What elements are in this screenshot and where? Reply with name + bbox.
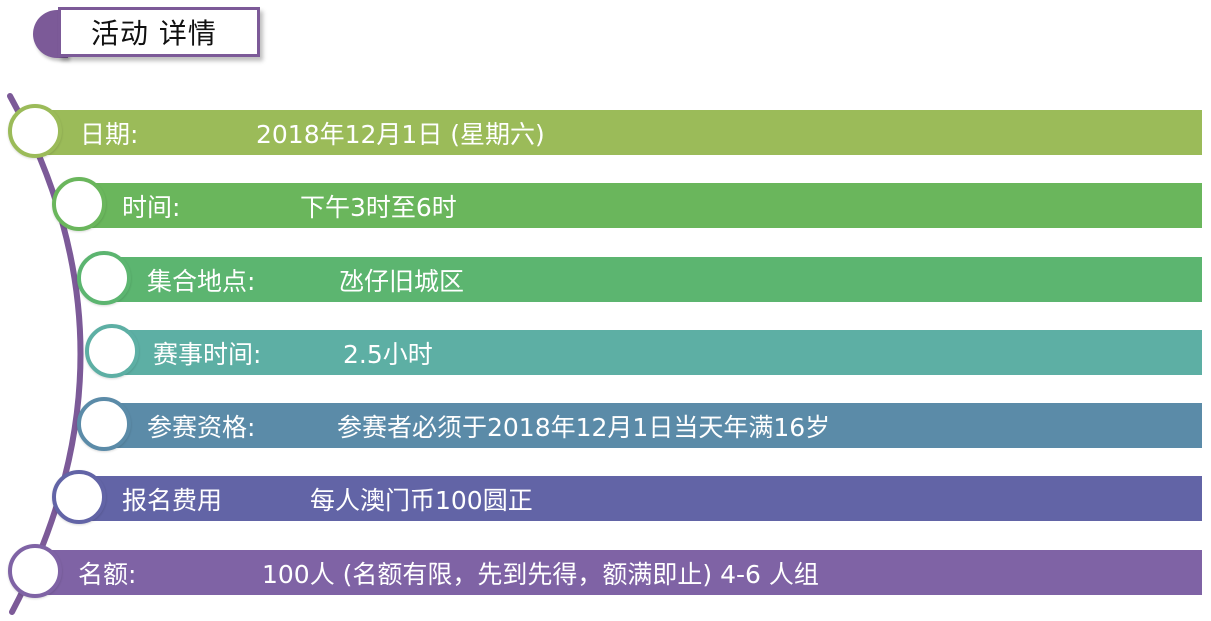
row-value: 2018年12月1日 (星期六) bbox=[256, 119, 545, 149]
detail-row-quota: 名额: 100人 (名额有限，先到先得，额满即止) 4-6 人组 bbox=[34, 550, 1202, 595]
row-label: 集合地点: bbox=[147, 266, 256, 296]
row-label: 赛事时间: bbox=[153, 339, 262, 369]
timeline-node bbox=[52, 470, 106, 524]
detail-row-race-duration: 赛事时间: 2.5小时 bbox=[113, 330, 1202, 375]
row-value: 每人澳门币100圆正 bbox=[310, 485, 533, 515]
timeline-node bbox=[77, 397, 131, 451]
detail-row-date: 日期: 2018年12月1日 (星期六) bbox=[34, 110, 1202, 155]
timeline-node bbox=[77, 251, 131, 305]
row-value: 氹仔旧城区 bbox=[339, 266, 465, 296]
timeline-node bbox=[8, 104, 62, 158]
page-title-text: 活动 详情 bbox=[91, 17, 217, 50]
detail-row-eligibility: 参赛资格: 参赛者必须于2018年12月1日当天年满16岁 bbox=[105, 403, 1202, 448]
row-label: 时间: bbox=[122, 192, 181, 222]
row-value: 2.5小时 bbox=[343, 339, 433, 369]
row-value: 下午3时至6时 bbox=[300, 192, 457, 222]
timeline-node bbox=[52, 177, 106, 231]
row-label: 日期: bbox=[80, 119, 139, 149]
row-label: 报名费用 bbox=[122, 485, 223, 515]
timeline-node bbox=[85, 324, 139, 378]
timeline-node bbox=[8, 544, 62, 598]
detail-row-fee: 报名费用 每人澳门币100圆正 bbox=[80, 476, 1202, 521]
row-value: 100人 (名额有限，先到先得，额满即止) 4-6 人组 bbox=[262, 559, 819, 589]
detail-row-meeting-point: 集合地点: 氹仔旧城区 bbox=[105, 257, 1202, 302]
row-label: 参赛资格: bbox=[147, 412, 256, 442]
row-label: 名额: bbox=[78, 559, 137, 589]
detail-row-time: 时间: 下午3时至6时 bbox=[80, 183, 1202, 228]
row-value: 参赛者必须于2018年12月1日当天年满16岁 bbox=[337, 412, 831, 442]
page-title: 活动 详情 bbox=[58, 7, 260, 57]
